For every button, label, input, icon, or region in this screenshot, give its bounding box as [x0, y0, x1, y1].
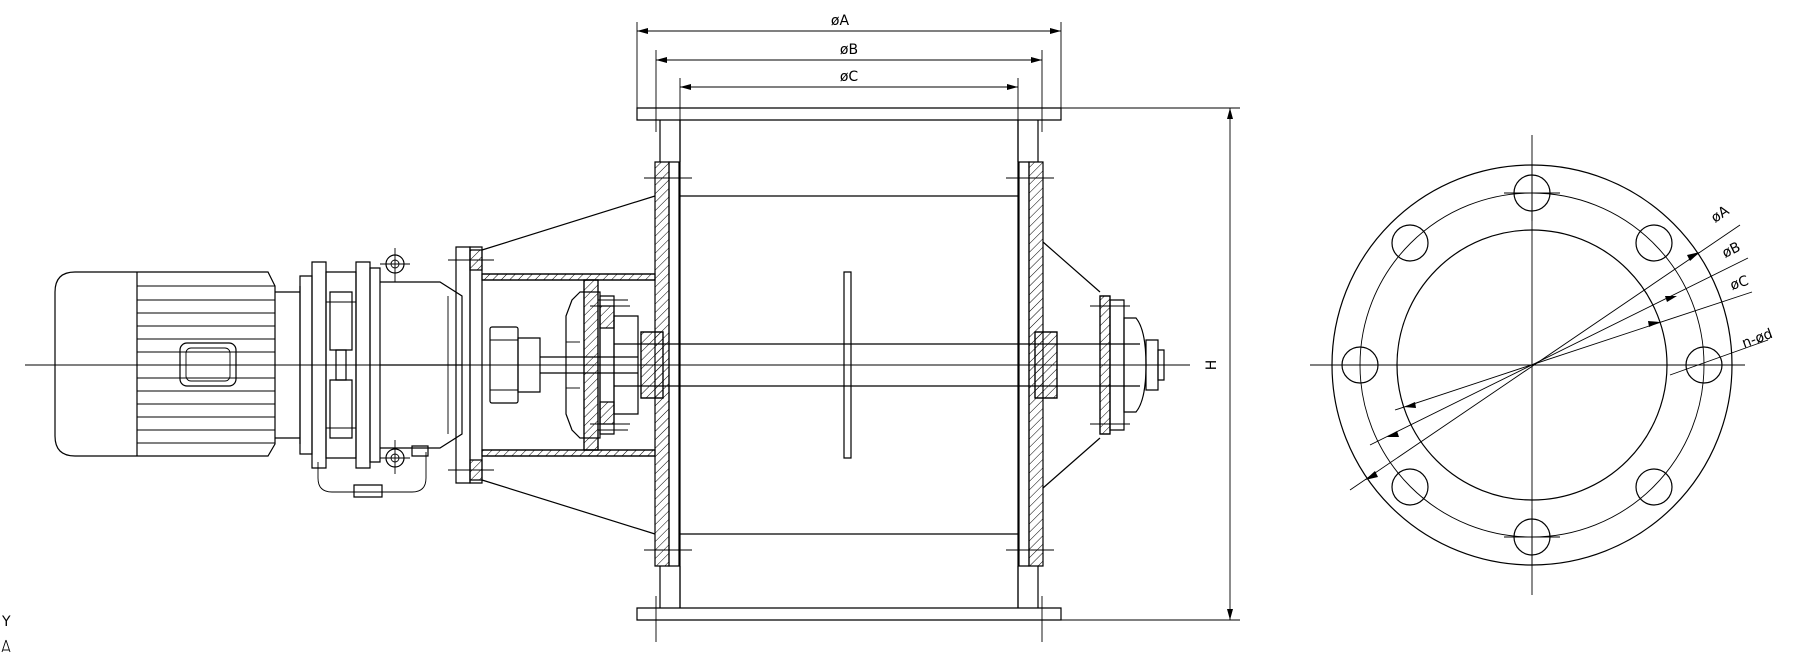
end-view: øA øB øC n-ød	[1310, 135, 1775, 595]
bolt-hole	[1392, 469, 1428, 505]
bore-circle	[1397, 230, 1667, 500]
ucs-icon: Y	[1, 614, 11, 652]
end-view-c-label: øC	[1728, 273, 1751, 294]
shaft-coupling	[490, 327, 638, 403]
bolt-hole-count-label: n-ød	[1740, 326, 1775, 352]
right-bearing-housing	[1043, 242, 1164, 488]
rotor-vane	[844, 272, 851, 458]
reducer	[300, 248, 462, 497]
dimension-set	[637, 22, 1240, 620]
bolt-hole	[1636, 469, 1672, 505]
side-view: øA øB øC H	[25, 13, 1240, 642]
dimension-b-label: øB	[840, 42, 858, 58]
motor-terminal-box	[180, 343, 236, 386]
motor	[55, 272, 300, 456]
diameter-leaders	[1350, 225, 1768, 490]
dimension-h-label: H	[1204, 360, 1220, 371]
bolt-hole	[1636, 225, 1672, 261]
valve-body	[614, 98, 1140, 642]
oil-plug	[354, 485, 382, 497]
end-view-a-label: øA	[1708, 203, 1732, 227]
ucs-y-label: Y	[1, 614, 11, 630]
bolt-hole	[1392, 225, 1428, 261]
motor-cooling-fins	[137, 286, 275, 443]
left-bearing-housing	[566, 292, 638, 438]
dimension-c-label: øC	[840, 69, 859, 85]
dimension-a-label: øA	[831, 13, 850, 29]
bolt-holes	[1332, 165, 1732, 565]
bearing-bracket	[448, 196, 655, 534]
end-view-b-label: øB	[1720, 239, 1743, 261]
